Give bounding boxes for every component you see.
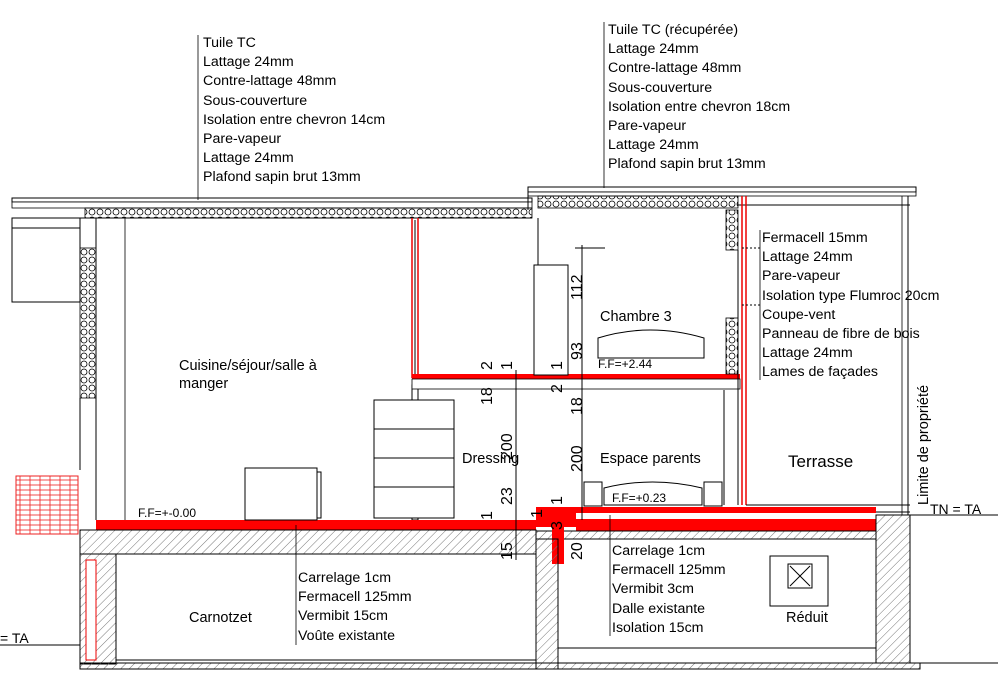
property-limit-label: Limite de propriété	[916, 385, 932, 505]
note-line: Sous-couverture	[608, 79, 713, 96]
note-line: Voûte existante	[298, 627, 396, 644]
note-line: Lattage 24mm	[762, 249, 853, 266]
note-line: Contre-lattage 48mm	[203, 73, 337, 90]
note-line: Lattage 24mm	[762, 345, 853, 362]
roof-right-notes: Tuile TC (récupérée) Lattage 24mm Contre…	[608, 21, 790, 175]
dim-text: 23	[499, 487, 516, 505]
note-line: Isolation type Flumroc 20cm	[762, 287, 940, 304]
roof-right	[527, 186, 917, 210]
furniture	[244, 264, 723, 521]
note-line: Carrelage 1cm	[298, 570, 392, 586]
dim-text: 18	[569, 397, 586, 415]
note-line: Lattage 24mm	[203, 150, 294, 167]
note-line: Tuile TC (récupérée)	[608, 22, 739, 38]
roof-left	[11, 197, 533, 219]
mezzanine-floor	[411, 218, 741, 390]
wall-right	[723, 196, 909, 515]
note-line: Lattage 24mm	[608, 137, 699, 154]
room-dressing-label: Dressing	[462, 451, 520, 467]
note-line: Panneau de fibre de bois	[762, 326, 920, 343]
note-line: Contre-lattage 48mm	[608, 60, 742, 77]
room-parents-label: Espace parents	[600, 451, 701, 467]
dim-text: 1	[499, 361, 516, 370]
dimension-lines	[515, 245, 605, 560]
dim-text: 2	[479, 361, 496, 370]
note-line: Lattage 24mm	[203, 54, 294, 71]
note-line: Isolation 15cm	[612, 619, 704, 636]
note-line: Fermacell 125mm	[298, 589, 412, 606]
note-line: Lames de façades	[762, 364, 878, 381]
room-kitchen-label: Cuisine/séjour/salle à manger	[179, 358, 317, 392]
note-line: Pare-vapeur	[762, 268, 841, 285]
dimension-labels-left: 2 1 18 200 23 1 15	[479, 361, 516, 560]
dim-text: 3	[549, 521, 566, 530]
note-line: Lattage 24mm	[608, 41, 699, 58]
note-line: Plafond sapin brut 13mm	[608, 156, 766, 173]
level-ground-label: F.F=+-0.00	[138, 506, 197, 520]
dim-text: 1	[479, 511, 496, 520]
dim-text: 1	[549, 361, 566, 370]
leader-lines	[197, 22, 761, 645]
wall-notes: Fermacell 15mm Lattage 24mm Pare-vapeur …	[762, 229, 939, 383]
dim-text: 18	[479, 387, 496, 405]
dim-text: 1	[549, 496, 566, 505]
note-line: Coupe-vent	[762, 306, 836, 323]
note-line: Pare-vapeur	[203, 131, 282, 148]
note-line: Pare-vapeur	[608, 118, 687, 135]
note-line: Vermibit 3cm	[612, 581, 694, 598]
dim-text: 93	[569, 342, 586, 360]
note-line: Tuile TC	[203, 35, 256, 51]
note-line: Carrelage 1cm	[612, 543, 706, 559]
room-bedroom3-label: Chambre 3	[600, 309, 672, 325]
room-terrace-label: Terrasse	[788, 452, 854, 471]
room-reduit-label: Réduit	[786, 610, 828, 626]
dim-text: 20	[569, 542, 586, 560]
dim-text: 200	[569, 445, 586, 472]
basement	[0, 538, 998, 670]
note-line: Isolation entre chevron 14cm	[203, 111, 386, 128]
room-carnotzet-label: Carnotzet	[189, 610, 252, 626]
dim-text: 1	[529, 509, 546, 518]
dim-text: 2	[549, 384, 566, 393]
dimension-labels-right: 112 93 1 2 18 200 1 1 3 20	[529, 274, 586, 560]
dim-text: 200	[499, 433, 516, 460]
note-line: Fermacell 15mm	[762, 230, 868, 246]
floor-right-notes: Carrelage 1cm Fermacell 125mm Vermibit 3…	[612, 542, 726, 638]
dim-text: 112	[569, 274, 586, 300]
ground-slab	[79, 507, 911, 664]
note-line: Sous-couverture	[203, 92, 308, 109]
level-tn-right-label: TN = TA	[930, 501, 982, 517]
dim-text: 15	[499, 542, 516, 560]
floor-left-notes: Carrelage 1cm Fermacell 125mm Vermibit 1…	[298, 569, 412, 646]
note-line: Dalle existante	[612, 600, 706, 617]
level-tn-left-label: = TA	[0, 630, 29, 646]
note-line: Vermibit 15cm	[298, 608, 388, 625]
roof-left-notes: Tuile TC Lattage 24mm Contre-lattage 48m…	[203, 34, 385, 188]
note-line: Isolation entre chevron 18cm	[608, 98, 791, 115]
level-parents-label: F.F=+0.23	[612, 491, 667, 505]
note-line: Plafond sapin brut 13mm	[203, 169, 361, 186]
wall-left	[11, 217, 126, 535]
level-mezzanine-label: F.F=+2.44	[598, 357, 653, 371]
note-line: Fermacell 125mm	[612, 562, 726, 579]
